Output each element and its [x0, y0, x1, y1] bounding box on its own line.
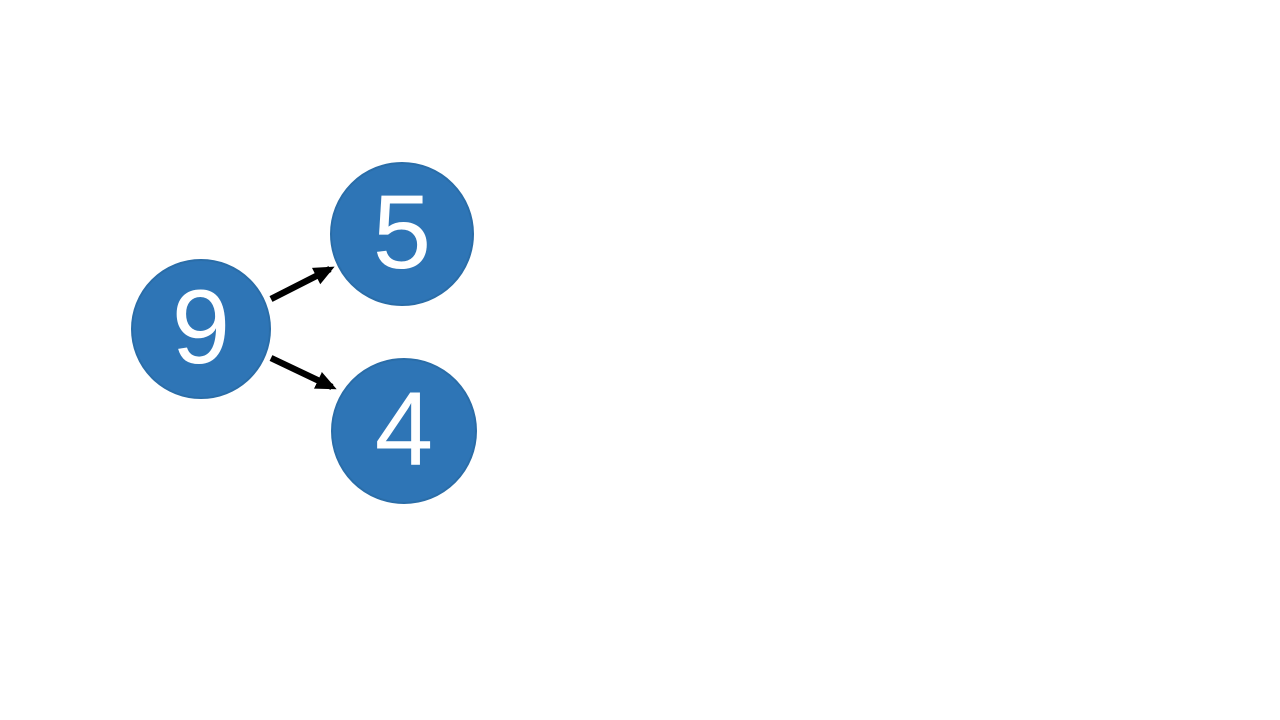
node-child-bottom: 4: [331, 358, 477, 504]
edge-root-to-child-bottom: [269, 355, 337, 390]
node-child-bottom-label: 4: [374, 370, 434, 488]
node-root-label: 9: [171, 268, 231, 386]
node-child-top-label: 5: [372, 173, 432, 291]
node-root: 9: [131, 259, 271, 399]
node-child-top: 5: [330, 162, 474, 306]
edge-root-to-child-top: [269, 266, 335, 302]
